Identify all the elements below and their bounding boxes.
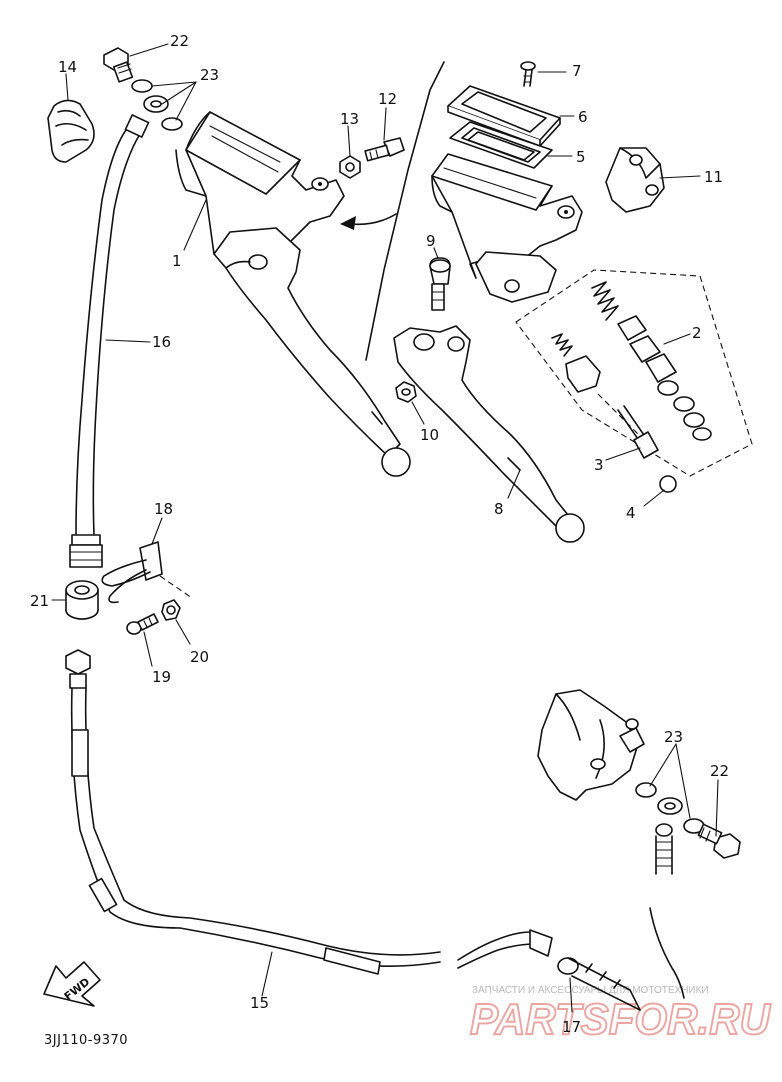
leader-lines	[51, 43, 719, 1013]
part-16-brake-hose	[69, 114, 150, 568]
callout-23-bottom: 23	[664, 728, 683, 746]
callout-15: 15	[250, 994, 269, 1012]
callout-7: 7	[572, 62, 582, 80]
callout-11: 11	[704, 168, 723, 186]
callout-16: 16	[152, 333, 171, 351]
part-12-bolt	[364, 137, 405, 162]
part-2-master-cylinder-kit	[515, 269, 753, 477]
callout-3: 3	[594, 456, 604, 474]
watermark-brand: PARTSFOR.RU	[470, 995, 771, 1044]
part-23-washers-top	[131, 79, 183, 131]
callout-6: 6	[578, 108, 588, 126]
fwd-arrow-icon: FWD	[43, 961, 101, 1007]
callout-21: 21	[30, 592, 49, 610]
part-14-boot	[47, 99, 95, 163]
section-divider	[340, 61, 445, 361]
callout-18: 18	[154, 500, 173, 518]
callout-17: 17	[562, 1018, 581, 1036]
callout-23-top: 23	[200, 66, 219, 84]
callout-22-bottom: 22	[710, 762, 729, 780]
callout-2: 2	[692, 324, 702, 342]
hose-end-fitting-bottom	[649, 823, 685, 999]
right-master-cylinder-body	[431, 153, 583, 303]
callout-4: 4	[626, 504, 636, 522]
part-1-left-master-cylinder	[175, 111, 411, 477]
part-21-grommet	[65, 580, 99, 620]
callout-9: 9	[426, 232, 436, 250]
part-7-screw	[520, 61, 536, 87]
callout-labels: 22 14 23 13 12 7 6 5 11 1 9 2 16 10 3 8 …	[30, 32, 729, 1036]
part-5-diaphragm	[449, 121, 553, 169]
watermark-tagline: ЗАПЧАСТИ И АКСЕССУАРЫ ДЛЯ МОТОТЕХНИКИ	[472, 985, 709, 996]
part-22-union-bolt-bottom	[697, 823, 741, 859]
drawing-code: 3JJ110-9370	[44, 1033, 128, 1048]
callout-1: 1	[172, 252, 182, 270]
callout-14: 14	[58, 58, 77, 76]
part-15-brake-hose	[65, 649, 641, 1011]
callout-8: 8	[494, 500, 504, 518]
callout-12: 12	[378, 90, 397, 108]
callout-22-top: 22	[170, 32, 189, 50]
part-20-nut	[161, 599, 181, 621]
part-4-ball	[659, 475, 677, 493]
part-11-holder	[605, 147, 665, 213]
part-6-reservoir-cap	[447, 85, 561, 147]
callout-19: 19	[152, 668, 171, 686]
watermark: ЗАПЧАСТИ И АКСЕССУАРЫ ДЛЯ МОТОТЕХНИКИ PA…	[469, 985, 772, 1045]
part-3-push-rod	[617, 405, 659, 459]
part-13-nut	[339, 155, 361, 179]
brake-caliper	[537, 689, 645, 801]
callout-13: 13	[340, 110, 359, 128]
callout-10: 10	[420, 426, 439, 444]
part-18-hose-holder	[101, 541, 193, 604]
callout-5: 5	[576, 148, 586, 166]
part-9-pivot-bolt	[429, 257, 451, 311]
part-8-brake-lever	[393, 325, 585, 543]
part-10-nut	[395, 381, 417, 403]
part-19-bolt	[126, 613, 159, 635]
callout-20: 20	[190, 648, 209, 666]
part-22-union-bolt-top	[103, 47, 134, 83]
